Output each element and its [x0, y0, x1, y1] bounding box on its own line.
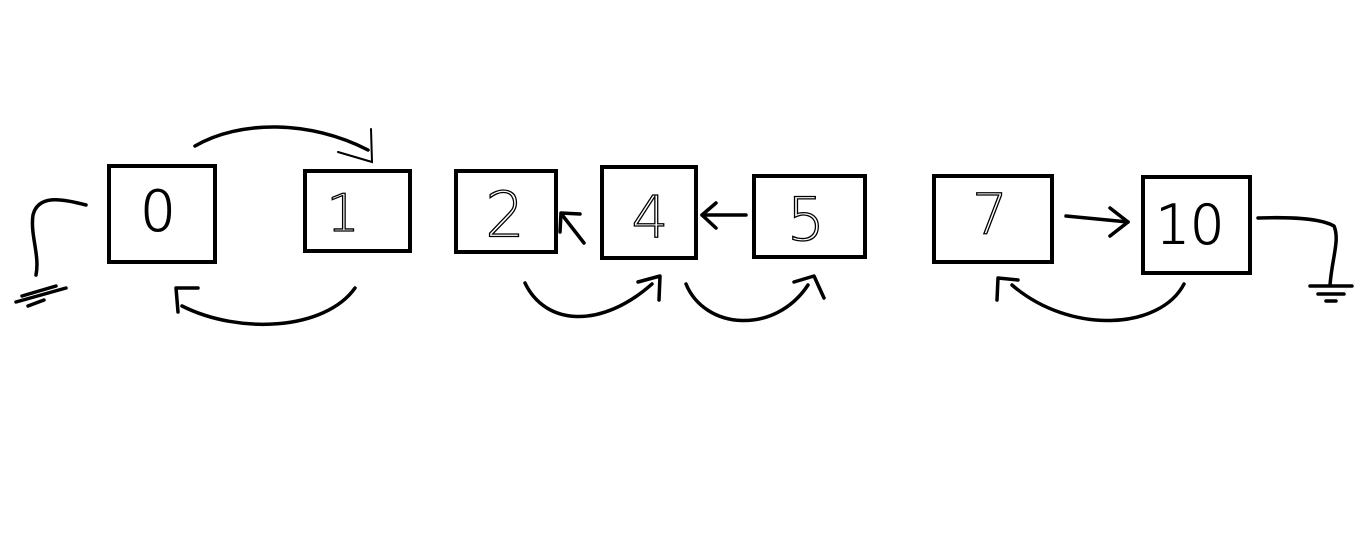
edge-4-to-2	[558, 211, 586, 245]
node-2-label: 2	[485, 179, 524, 252]
node-4[interactable]: 4	[600, 165, 698, 260]
edge-2-to-4	[523, 274, 662, 319]
edge-4-to-5	[684, 274, 826, 323]
ground-symbol-left	[14, 197, 88, 308]
node-10[interactable]: 10	[1141, 175, 1252, 275]
node-10-label: 10	[1156, 194, 1225, 257]
node-7-label: 7	[972, 183, 1008, 248]
edge-7-to-10	[1064, 206, 1130, 238]
node-4-label: 4	[632, 183, 669, 251]
node-5-label: 5	[787, 185, 825, 255]
edge-10-to-7	[995, 276, 1186, 323]
edge-0-to-1	[193, 125, 374, 164]
node-1-label: 1	[326, 184, 359, 244]
edge-5-to-4	[700, 201, 748, 230]
node-0[interactable]: 0	[107, 164, 217, 264]
ground-symbol-right	[1256, 215, 1354, 303]
node-7[interactable]: 7	[932, 174, 1054, 264]
node-5[interactable]: 5	[752, 174, 867, 259]
node-2[interactable]: 2	[454, 169, 558, 254]
node-1[interactable]: 1	[303, 169, 412, 253]
edge-1-to-0	[174, 286, 357, 327]
node-0-label: 0	[140, 180, 176, 245]
